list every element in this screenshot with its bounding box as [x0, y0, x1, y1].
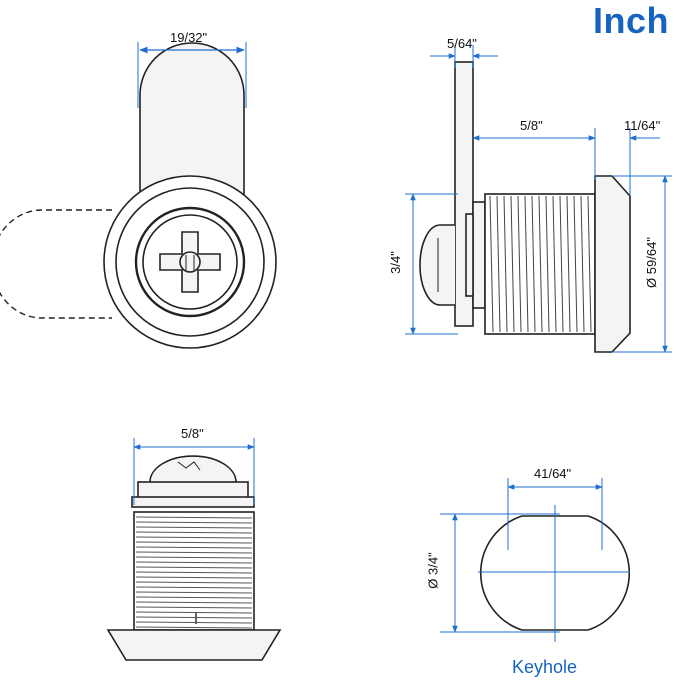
page-title: Inch: [592, 0, 669, 41]
side-body-length-label: 5/8": [520, 118, 543, 133]
keyhole-width-label: 41/64": [534, 466, 572, 481]
keyhole-dimensions: [440, 478, 630, 642]
side-dimensions: [405, 45, 672, 353]
side-overall-height-label: 3/4": [387, 251, 403, 274]
keyhole-diameter-label: Ø 3/4": [425, 552, 441, 589]
keyhole-caption: Keyhole: [512, 657, 578, 677]
front-view: [0, 42, 277, 349]
front-top-width-label: 19/32": [170, 30, 208, 45]
bottom-dimensions: [133, 438, 255, 505]
bottom-body-width-label: 5/8": [181, 426, 204, 441]
side-flange-diameter-label: Ø 59/64": [643, 237, 659, 288]
side-threads: [489, 195, 592, 333]
front-dim-top: [137, 42, 247, 108]
side-flange-thickness-label: 5/64": [447, 36, 477, 51]
bottom-threads: [135, 516, 253, 629]
side-flange-depth-label: 11/64": [624, 118, 661, 133]
